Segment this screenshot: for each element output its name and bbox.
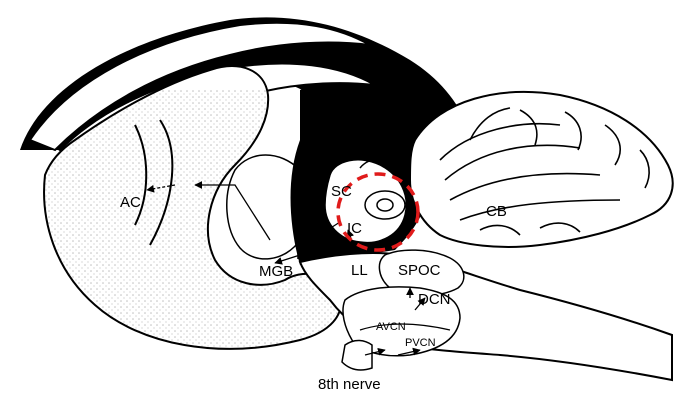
- label-cb: CB: [486, 204, 507, 219]
- label-spoc: SPOC: [398, 263, 441, 278]
- caption-8th-nerve: 8th nerve: [318, 377, 381, 392]
- label-ll: LL: [351, 263, 368, 278]
- label-sc: SC: [331, 184, 352, 199]
- label-dcn: DCN: [418, 292, 451, 307]
- label-mgb: MGB: [259, 264, 293, 279]
- eighth-nerve: [342, 340, 372, 370]
- label-ac: AC: [120, 195, 141, 210]
- label-pvcn: PVCN: [405, 338, 436, 349]
- label-avcn: AVCN: [376, 322, 406, 333]
- label-ic: IC: [347, 221, 362, 236]
- label-bic: BIC: [296, 247, 321, 262]
- cerebellum: [410, 92, 673, 247]
- ic-core: [377, 199, 393, 211]
